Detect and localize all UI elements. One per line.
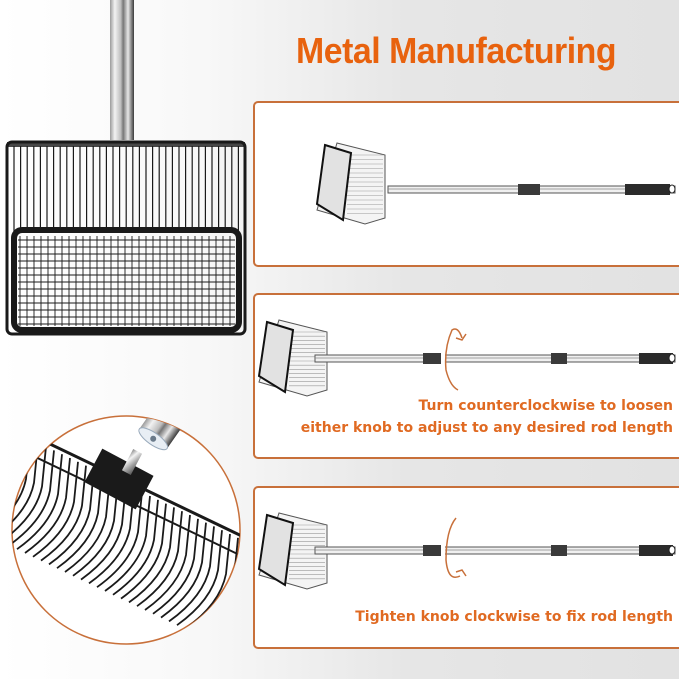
- tighten-caption: Tighten knob clockwise to fix rod length: [355, 606, 673, 628]
- scoop-handle: [110, 0, 134, 140]
- tighten-caption-line-1: Tighten knob clockwise to fix rod length: [355, 609, 673, 625]
- joint-detail-circle: [11, 415, 241, 645]
- panel-extended-scoop: [253, 101, 679, 267]
- tighten-diagram: [257, 512, 676, 590]
- panel-loosen-step: Turn counterclockwise to loosen either k…: [253, 293, 679, 459]
- rotate-counterclockwise-icon: [444, 328, 467, 391]
- extended-scoop-diagram: [315, 142, 676, 225]
- rotate-clockwise-icon: [445, 517, 467, 578]
- handle-grip: [639, 353, 673, 364]
- scoop-drawing: [257, 512, 328, 590]
- rod-knob: [551, 353, 567, 364]
- rod-knob: [518, 184, 540, 195]
- rod-knob: [551, 545, 567, 556]
- scoop-drawing: [315, 142, 386, 225]
- panel-tighten-step: Tighten knob clockwise to fix rod length: [253, 486, 679, 649]
- scoop-basket: [5, 140, 247, 336]
- loosen-caption-line-1: Turn counterclockwise to loosen: [418, 398, 673, 414]
- rod-knob: [423, 353, 441, 364]
- telescopic-rod: [387, 184, 676, 195]
- telescopic-rod: [314, 545, 676, 556]
- loosen-diagram: [257, 319, 676, 397]
- scoop-drawing: [257, 319, 328, 397]
- telescopic-rod: [314, 353, 676, 364]
- handle-grip: [625, 184, 670, 195]
- handle-grip: [639, 545, 673, 556]
- loosen-caption-line-2: either knob to adjust to any desired rod…: [300, 420, 673, 436]
- loosen-caption: Turn counterclockwise to loosen either k…: [301, 395, 673, 439]
- rod-knob: [423, 545, 441, 556]
- page-title: Metal Manufacturing: [296, 30, 617, 71]
